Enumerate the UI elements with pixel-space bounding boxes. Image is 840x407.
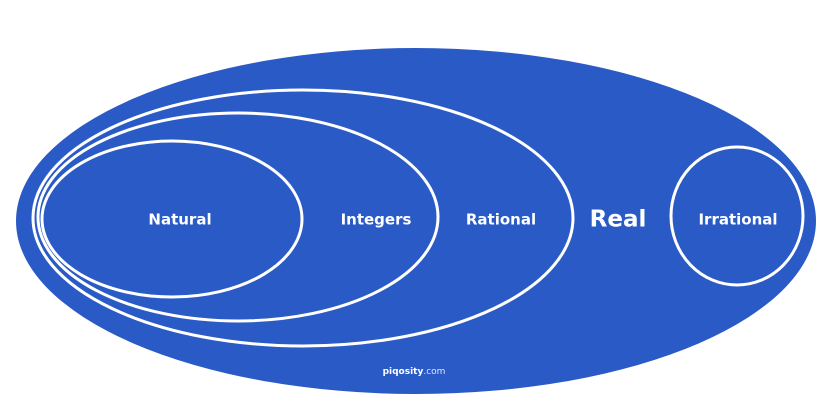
rational-label: Rational bbox=[466, 211, 536, 229]
real-label: Real bbox=[590, 207, 647, 233]
natural-label: Natural bbox=[148, 211, 211, 229]
rational-numbers-ring bbox=[31, 88, 575, 348]
irrational-label: Irrational bbox=[698, 211, 777, 229]
natural-numbers-ring bbox=[40, 139, 304, 299]
real-numbers-ellipse bbox=[16, 48, 816, 394]
watermark-brand: piqosity bbox=[383, 367, 424, 377]
integers-ring bbox=[36, 111, 440, 323]
irrational-numbers-circle bbox=[669, 145, 805, 287]
watermark: piqosity.com bbox=[383, 367, 446, 377]
watermark-domain: .com bbox=[423, 367, 445, 377]
integers-label: Integers bbox=[341, 211, 412, 229]
